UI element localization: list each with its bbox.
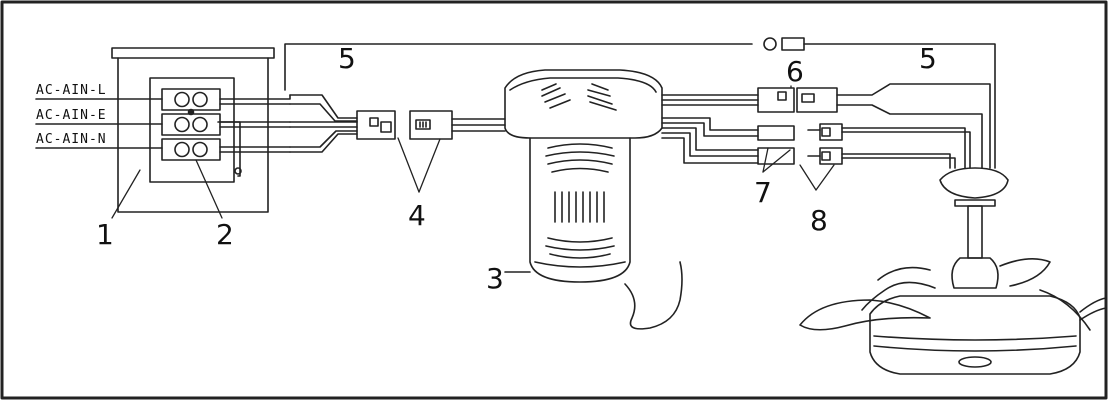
label-ac-live: AC-AIN-L [36,83,107,98]
callout-6: 6 [786,55,804,88]
connector-8 [807,123,843,165]
callout-3: 3 [486,262,504,295]
receiver-output-wires [661,94,759,164]
callout-5-left: 5 [338,42,356,75]
connector-4-left [356,110,396,140]
callout-8: 8 [810,204,828,237]
supply-wires [35,98,163,149]
antenna-wire [284,37,996,169]
label-ac-neutral: AC-AIN-N [36,132,107,147]
ceiling-fan [799,167,1107,375]
connector-6 [757,87,838,113]
connector-4-right [409,110,506,140]
connector-7 [757,125,795,165]
callout-4: 4 [408,199,426,232]
wire-harness-right [836,83,991,169]
callout-2: 2 [216,218,234,251]
callout-1: 1 [96,218,114,251]
terminal-output-wires [217,94,291,177]
mounting-bracket [111,47,275,213]
label-ac-earth: AC-AIN-E [36,108,107,123]
wire-harness-left [289,94,358,153]
receiver-canopy [504,69,683,330]
terminal-block [161,88,221,161]
callout-leaders [111,85,835,219]
callout-7: 7 [754,176,772,209]
callout-5-right: 5 [919,42,937,75]
